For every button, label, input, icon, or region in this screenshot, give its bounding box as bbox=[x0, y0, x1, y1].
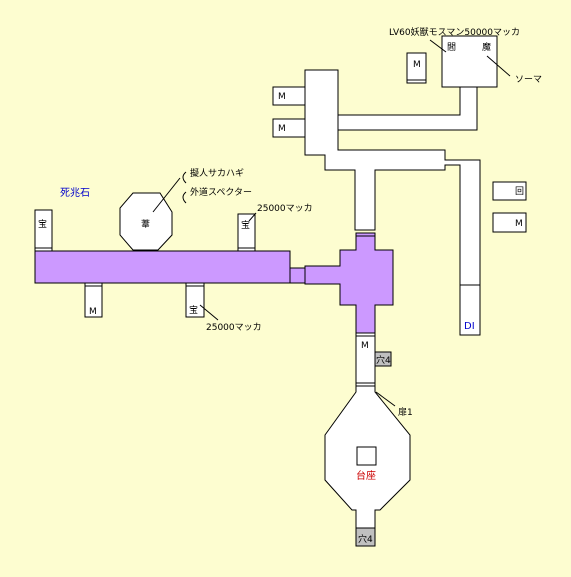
hole-lower-label: 穴4 bbox=[358, 533, 373, 545]
soma-label: ソーマ bbox=[515, 75, 542, 85]
hole-lower[interactable] bbox=[355, 527, 376, 547]
m-label-bottom: M bbox=[89, 307, 97, 317]
boss-room-label-2: 魔 bbox=[482, 41, 491, 53]
door-marks bbox=[35, 86, 480, 387]
pedestal[interactable] bbox=[356, 446, 377, 466]
room-m-bottom[interactable] bbox=[84, 282, 103, 318]
treasure-cell-mid[interactable] bbox=[237, 213, 256, 252]
treasure-cell-bottom[interactable] bbox=[185, 282, 205, 318]
octagon-room-label: 葦 bbox=[141, 218, 150, 230]
m-label-lower: M bbox=[361, 341, 369, 351]
pointer-lines bbox=[152, 39, 511, 407]
npc-label-1: 擬人サカハギ bbox=[190, 168, 244, 179]
exit-di-label: DI bbox=[464, 321, 475, 332]
hole-upper-label: 穴4 bbox=[376, 354, 391, 366]
m-label-upper-1: M bbox=[413, 60, 421, 70]
m-label-left-2: M bbox=[278, 124, 286, 134]
hole-upper[interactable] bbox=[374, 351, 392, 367]
pedestal-label: 台座 bbox=[356, 469, 376, 482]
m-label-right: M bbox=[515, 219, 523, 229]
treasure-label-left: 宝 bbox=[38, 218, 47, 230]
npc-label-2: 外道スペクター bbox=[190, 186, 252, 198]
reward-top-label: 25000マッカ bbox=[257, 203, 313, 214]
treasure-label-mid: 宝 bbox=[241, 219, 250, 231]
room-m-right[interactable] bbox=[492, 212, 527, 233]
boss-info-label: LV60妖獣モスマン50000マッカ bbox=[389, 26, 520, 38]
reward-bottom-label: 25000マッカ bbox=[206, 322, 262, 333]
room-kaifuku[interactable] bbox=[492, 181, 527, 201]
shichoseki-label: 死兆石 bbox=[60, 187, 90, 199]
room-m-left-2[interactable] bbox=[272, 118, 306, 138]
door-1-label: 扉1 bbox=[398, 406, 413, 418]
room-m-left-1[interactable] bbox=[272, 86, 306, 106]
boss-room[interactable] bbox=[441, 35, 498, 88]
octagon-room[interactable] bbox=[119, 192, 173, 251]
boss-room-label-1: 閻 bbox=[447, 42, 456, 53]
m-label-left-1: M bbox=[278, 92, 286, 102]
treasure-cell-left[interactable] bbox=[34, 209, 53, 252]
kaifuku-label: 回 bbox=[515, 186, 524, 197]
room-m-upper-1-connector bbox=[406, 79, 427, 84]
treasure-label-bottom: 宝 bbox=[189, 304, 198, 316]
